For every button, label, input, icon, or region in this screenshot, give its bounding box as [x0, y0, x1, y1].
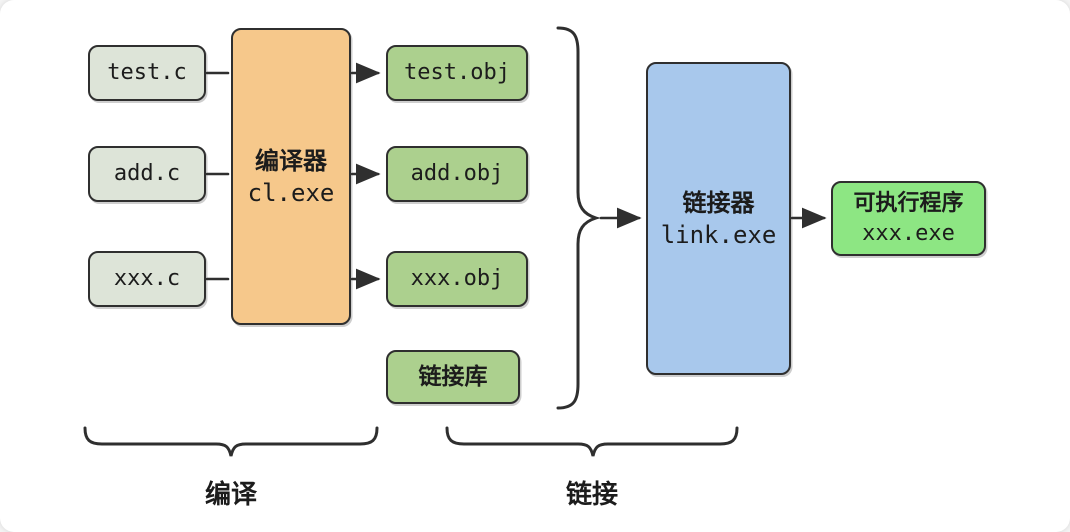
node-add-c-label: add.c: [113, 161, 181, 187]
node-test-obj-label: test.obj: [404, 60, 510, 86]
link-library-label: 链接库: [418, 363, 488, 390]
executable-subtitle: xxx.exe: [862, 220, 955, 246]
node-linker: 链接器 link.exe: [646, 62, 791, 375]
node-link-library: 链接库: [386, 350, 520, 404]
linker-subtitle: link.exe: [660, 220, 777, 249]
stage-label-link: 链接: [565, 480, 619, 510]
node-test-obj: test.obj: [386, 45, 528, 101]
linker-title: 链接器: [682, 188, 755, 217]
node-compiler: 编译器 cl.exe: [231, 28, 351, 325]
node-test-c-label: test.c: [107, 60, 187, 86]
stage-label-compile: 编译: [204, 480, 258, 510]
node-xxx-c: xxx.c: [88, 251, 206, 307]
node-executable: 可执行程序 xxx.exe: [831, 181, 986, 256]
compiler-subtitle: cl.exe: [247, 178, 335, 207]
node-xxx-c-label: xxx.c: [113, 266, 181, 292]
node-xxx-obj-label: xxx.obj: [410, 266, 504, 292]
grouping-brace: [556, 26, 602, 410]
node-add-c: add.c: [88, 146, 206, 202]
node-test-c: test.c: [88, 45, 206, 101]
link-underbrace: [445, 426, 739, 457]
compiler-title: 编译器: [255, 146, 327, 175]
node-xxx-obj: xxx.obj: [386, 251, 528, 307]
node-add-obj: add.obj: [386, 146, 528, 202]
executable-title: 可执行程序: [853, 191, 964, 216]
compile-underbrace: [83, 426, 379, 457]
node-add-obj-label: add.obj: [410, 161, 504, 187]
